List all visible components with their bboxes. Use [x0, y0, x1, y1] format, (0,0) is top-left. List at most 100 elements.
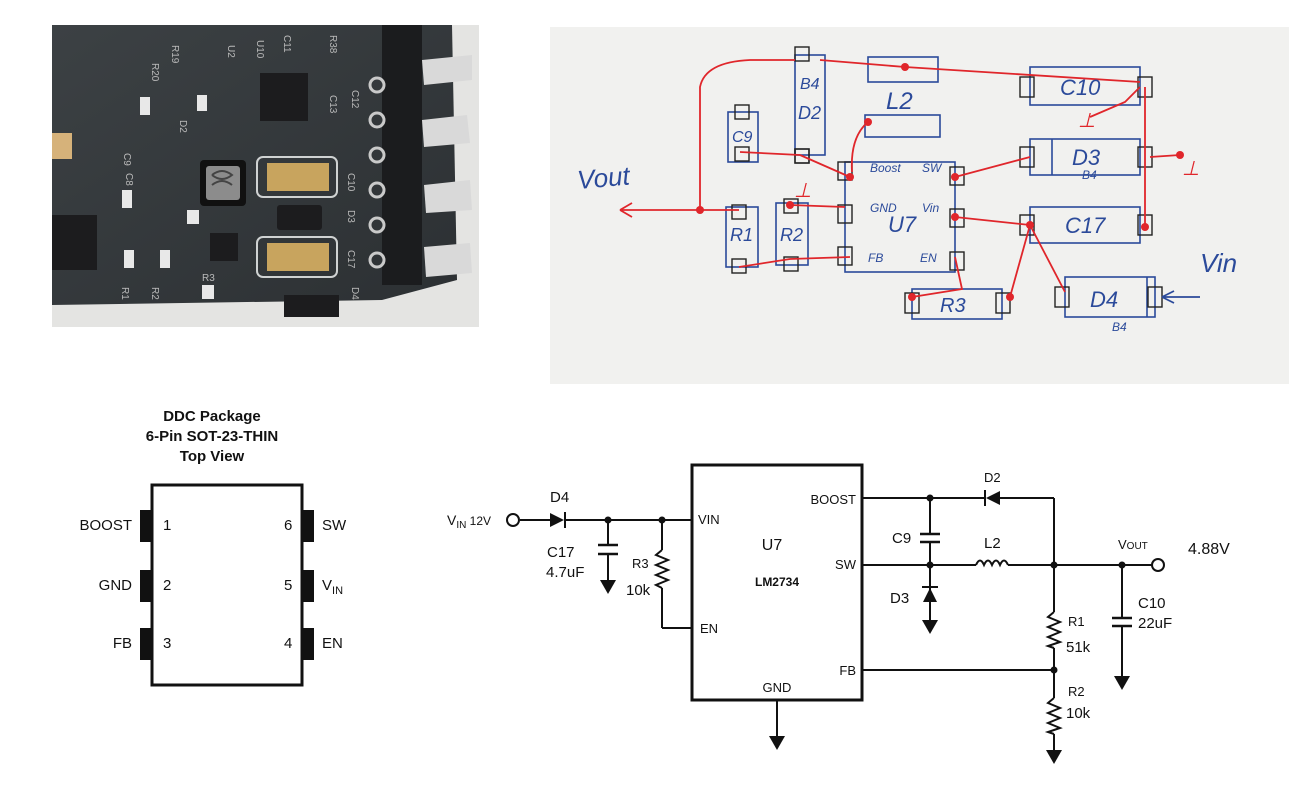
pin-header	[382, 25, 422, 285]
resistor-r2-symbol	[1044, 697, 1063, 735]
hand-sketch: Vout Vin U7 Boost SW GND Vin FB EN B4 D2…	[550, 27, 1289, 384]
sketch-c9-label: C9	[732, 129, 753, 146]
sketch-d3-label: D3	[1072, 145, 1101, 170]
pin-1-number: 1	[163, 517, 171, 534]
ic-pinout-diagram: DDC Package 6-Pin SOT-23-THIN Top View B…	[79, 408, 347, 687]
sketch-d2-label: D2	[798, 103, 821, 123]
resistor-r1-symbol	[1044, 611, 1063, 649]
pcb-photo: R20 U2 U10 R19 C12 C13 C10 D3 C17 C9 D2 …	[52, 25, 479, 327]
d2-label: D2	[984, 470, 1001, 485]
edge-component	[52, 215, 97, 270]
svg-text:R20: R20	[149, 63, 160, 82]
c17-value: 4.7uF	[546, 564, 584, 581]
r1-value: 51k	[1066, 639, 1091, 656]
diode-d4	[284, 295, 339, 317]
ic-pin-vin: VIN	[698, 512, 720, 527]
pin-1-name: BOOST	[79, 517, 132, 534]
d4-label: D4	[550, 489, 569, 506]
svg-text:U2: U2	[225, 45, 236, 58]
pin-4-name: EN	[322, 635, 343, 652]
svg-text:C17: C17	[345, 250, 356, 269]
r2-value: 10k	[1066, 705, 1091, 722]
svg-text:C9: C9	[121, 153, 132, 166]
pin-5-number: 5	[284, 577, 292, 594]
inductor-l2-symbol	[975, 559, 1009, 568]
silkscreen-labels: R20 U2 U10 R19 C12 C13 C10 D3 C17 C9 D2 …	[119, 35, 360, 300]
sketch-r2-label: R2	[780, 225, 803, 245]
ground-symbols	[600, 580, 1130, 764]
pinout-package-body	[150, 483, 304, 687]
tantalum-capacitor-c10	[256, 156, 338, 198]
pin-2-number: 2	[163, 577, 171, 594]
svg-text:C12: C12	[349, 90, 360, 109]
svg-text:D2: D2	[177, 120, 188, 133]
header-pads	[368, 76, 386, 269]
l2-label: L2	[984, 535, 1001, 552]
sketch-ground-mark-d3: ⊥	[1182, 158, 1199, 180]
sketch-c9-body	[727, 111, 759, 163]
svg-text:R38: R38	[327, 35, 338, 54]
pinout-title-line-2: 6-Pin SOT-23-THIN	[146, 428, 279, 445]
sketch-vin-label: Vin	[1200, 248, 1237, 278]
vin-terminal	[506, 513, 520, 527]
diode-d2-symbol	[984, 490, 1000, 506]
sketch-pin-en: EN	[920, 251, 937, 265]
svg-text:C8: C8	[123, 173, 134, 186]
sketch-pin-boost: Boost	[870, 161, 901, 175]
pin-6-name: SW	[322, 517, 347, 534]
pin-5-name: VIN	[322, 577, 343, 597]
r3-ref: R3	[632, 556, 649, 571]
d3-label: D3	[890, 590, 909, 607]
solder-joints	[422, 55, 472, 277]
svg-text:C10: C10	[345, 173, 356, 192]
sketch-pin-sw: SW	[922, 161, 943, 175]
edge-capacitor	[52, 133, 72, 159]
svg-text:R19: R19	[169, 45, 180, 64]
pin-6-number: 6	[284, 517, 292, 534]
svg-text:R1: R1	[119, 287, 130, 300]
sketch-d4-body	[1064, 276, 1156, 318]
sketch-d3-sub: B4	[1082, 168, 1097, 182]
pinout-title-line-3: Top View	[180, 448, 245, 465]
pin-3-number: 3	[163, 635, 171, 652]
ic-reference: U7	[762, 537, 783, 554]
ic-u7-body	[690, 463, 864, 702]
ic-pin-en: EN	[700, 621, 718, 636]
c9-label: C9	[892, 530, 911, 547]
vout-value: 4.88V	[1188, 541, 1230, 558]
vin-label: VIN 12V	[447, 512, 491, 531]
schematic-junctions	[604, 494, 1126, 674]
r2-ref: R2	[1068, 684, 1085, 699]
vout-terminal	[1151, 558, 1165, 572]
pinout-pin-leads	[140, 510, 314, 660]
ic-part-number: LM2734	[755, 575, 799, 589]
svg-text:C13: C13	[327, 95, 338, 114]
svg-text:D4: D4	[349, 287, 360, 300]
sketch-pin-gnd: GND	[870, 201, 897, 215]
sketch-l2-label: L2	[886, 88, 913, 115]
diode-d3	[277, 205, 322, 230]
sketch-d4-label: D4	[1090, 287, 1118, 312]
vout-label: VOUT	[1118, 537, 1148, 552]
sketch-ground-mark-c10: ⊥	[1078, 110, 1095, 132]
capacitor-c17-symbol	[598, 543, 618, 556]
sketch-d2-body	[794, 54, 826, 156]
schematic-wires	[520, 497, 1158, 750]
c10-ref: C10	[1138, 595, 1166, 612]
tantalum-capacitor-c17	[256, 236, 338, 278]
r1-ref: R1	[1068, 614, 1085, 629]
diode-d4-symbol	[550, 512, 566, 528]
ic-pin-sw: SW	[835, 557, 857, 572]
sketch-nodes	[696, 63, 1184, 301]
ic-package	[260, 73, 308, 121]
pin-2-name: GND	[99, 577, 133, 594]
sketch-pin-fb: FB	[868, 251, 883, 265]
ic-u7	[210, 233, 238, 261]
sketch-c10-label: C10	[1060, 75, 1101, 100]
pin-3-name: FB	[113, 635, 132, 652]
circuit-schematic: VIN 12V D4 C17 4.7uF R3 10k VIN EN BOOST…	[447, 463, 1230, 764]
ic-pin-fb: FB	[839, 663, 856, 678]
r3-value: 10k	[626, 582, 651, 599]
vin-arrow	[1161, 290, 1200, 304]
capacitor-c10-symbol	[1112, 616, 1132, 628]
